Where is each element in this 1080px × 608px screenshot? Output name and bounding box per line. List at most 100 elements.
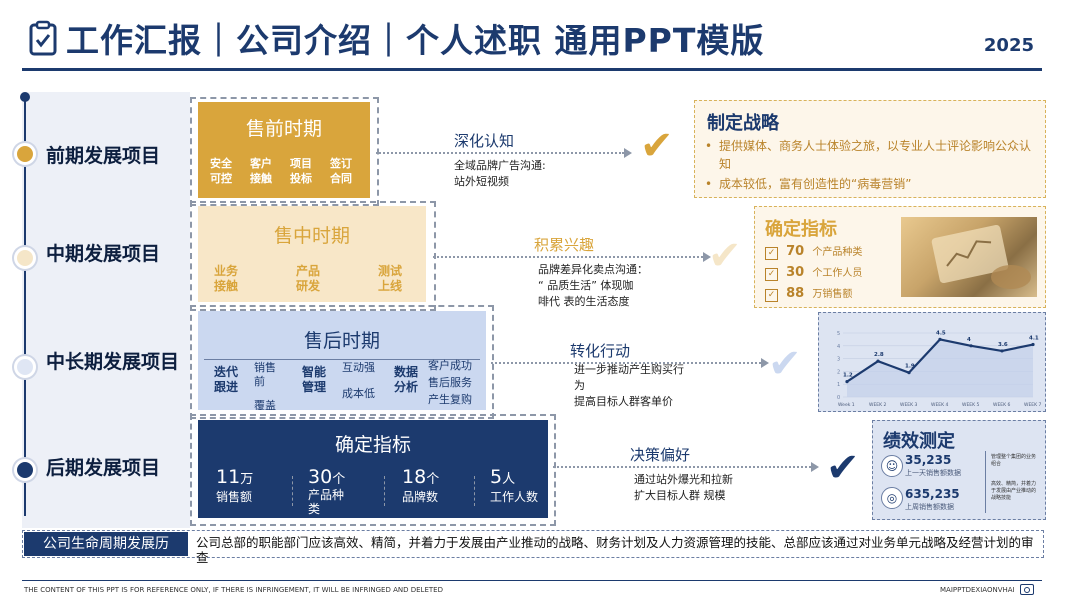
metrics-item: 30个 产品种类 [308, 466, 352, 516]
chart-x-tick: WEEK 4 [931, 402, 949, 408]
aftersale-sub: 产生复购 [428, 393, 472, 406]
metrics-separator [384, 476, 385, 506]
timeline-dot-early [14, 143, 36, 165]
chart-data-label: 3.6 [998, 342, 1008, 348]
indicator-row: ✓ 70 个产品种类 [765, 243, 862, 260]
check-icon: ✔ [640, 123, 674, 169]
chart-data-label: 1.9 [905, 364, 915, 370]
chart-point [876, 359, 880, 363]
chart-data-label: 4 [967, 337, 971, 343]
page-title: 工作汇报｜公司介绍｜个人述职 通用PPT模版 [66, 21, 765, 60]
chart-data-label: 4.5 [936, 330, 946, 336]
aftersale-sub: 客户成功 [428, 359, 472, 372]
arrow-title: 深化认知 [454, 132, 515, 150]
metrics-title: 确定指标 [334, 434, 411, 456]
strategy-bullet: • 成本较低，富有创造性的“病毒营销” [705, 175, 1039, 193]
bottom-bar [22, 530, 1044, 558]
bottom-bar-text: 公司总部的职能部门应该高效、精简，并着力于发展由产业推动的战略、财务计划及人力资… [196, 535, 1034, 565]
metrics-frame [190, 414, 556, 526]
indicator-num: 88 [786, 286, 805, 301]
performance-value: 35,235 [905, 453, 952, 467]
aftersale-sub: 互动强 [342, 361, 375, 374]
indicator-card: 确定指标 ✓ 70 个产品种类 ✓ 30 个工作人员 ✓ 88 万销售额 [754, 206, 1046, 308]
metrics-item: 5人 工作人数 [490, 466, 538, 505]
midsale-item: 产品 研发 [296, 264, 321, 293]
checkbox-icon: ✓ [765, 247, 778, 260]
chart-data-label: 4.1 [1029, 336, 1039, 342]
check-icon: ✔ [708, 233, 742, 279]
performance-caption: 上一天销售额数据 [905, 469, 961, 477]
indicator-label: 个产品种类 [812, 247, 863, 258]
timeline-start-dot [20, 92, 30, 102]
metrics-item: 11万 销售额 [216, 466, 253, 505]
footer-brand: MAIPPTDEXIAONVHAI [940, 586, 1015, 594]
chart-point [1031, 342, 1035, 347]
metrics-num: 18 [402, 466, 427, 488]
indicator-num: 30 [786, 265, 805, 280]
checkbox-icon: ✓ [765, 289, 778, 302]
midsale-item: 测试 上线 [378, 264, 403, 293]
chart-area [847, 339, 1033, 397]
chart-y-tick: 3 [837, 357, 840, 363]
chart-y-tick: 2 [837, 369, 840, 375]
tablet-hand-illustration [931, 224, 1031, 289]
timeline-dot-midlong [14, 356, 36, 378]
aftersale-box: 售后时期 迭代 跟进 销售前 覆盖店 智能 管理 互动强 成本低 数据 分析 客… [198, 311, 486, 410]
arrow-desc: 通过站外爆光和拉新 扩大目标人群 规模 [634, 473, 733, 502]
midsale-box: 售中时期 业务 接触 产品 研发 测试 上线 [198, 206, 426, 302]
checkbox-icon: ✓ [765, 268, 778, 281]
strategy-card: 制定战略 • 提供媒体、商务人士体验之旅，以专业人士评论影响公众认知 • 成本较… [694, 100, 1046, 198]
arrow-desc: 进一步推动产生购买行 为 提高目标人群客单价 [574, 363, 684, 408]
strategy-title: 制定战略 [707, 113, 779, 134]
chart-point [969, 344, 973, 348]
connector-arrowhead [703, 252, 711, 262]
chart-x-tick: WEEK 3 [900, 402, 918, 408]
performance-note: 高效、精简，并着力于发展由产业推动的战略技能 [991, 481, 1037, 501]
presale-title: 售前时期 [245, 118, 322, 140]
chart-data-label: 1.2 [843, 373, 853, 379]
indicator-label: 万销售额 [812, 289, 853, 300]
connector-line [433, 256, 703, 258]
phase-label-late: 后期发展项目 [46, 457, 161, 479]
metrics-num: 11 [216, 466, 241, 488]
strategy-bullet: • 提供媒体、商务人士体验之旅，以专业人士评论影响公众认知 [705, 137, 1039, 173]
midsale-item: 业务 接触 [214, 264, 239, 293]
chart-x-tick: WEEK 7 [1024, 402, 1042, 408]
metrics-label: 销售额 [216, 490, 253, 504]
metrics-box: 确定指标 11万 销售额 30个 产品种类 18个 品牌数 5人 工作人数 [198, 420, 548, 518]
strategy-bullet-text: 提供媒体、商务人士体验之旅，以专业人士评论影响公众认知 [719, 139, 1032, 171]
indicator-title: 确定指标 [765, 219, 837, 240]
chart-point [1000, 349, 1004, 353]
chart-x-tick: WEEK 5 [962, 402, 980, 408]
chart-x-tick: WEEK 6 [993, 402, 1011, 408]
target-icon: ◎ [881, 487, 903, 509]
arrow-title: 转化行动 [570, 342, 631, 360]
user-icon: ☺ [881, 455, 903, 477]
aftersale-title: 售后时期 [303, 330, 380, 352]
indicator-row: ✓ 88 万销售额 [765, 285, 852, 302]
aftersale-group-main: 智能 管理 [302, 365, 327, 394]
arrow-title: 积累兴趣 [534, 236, 595, 254]
clipboard-check-icon [28, 20, 58, 56]
camera-icon [1020, 584, 1034, 595]
presale-item: 安全 可控 [210, 157, 232, 185]
metrics-label: 品牌数 [402, 490, 439, 504]
phase-label-mid: 中期发展项目 [46, 243, 161, 265]
strategy-bullet-text: 成本较低，富有创造性的“病毒营销” [719, 177, 912, 191]
chart-y-tick: 1 [837, 382, 840, 388]
chart-y-tick: 4 [837, 344, 840, 350]
connector-line [376, 152, 624, 154]
bottom-bar-label: 公司生命周期发展历 [24, 532, 188, 556]
chart-y-tick: 5 [837, 331, 840, 337]
check-icon: ✔ [826, 445, 860, 491]
presale-item: 签订 合同 [330, 157, 352, 185]
arrow-desc: 全域品牌广告沟通: 站外短视频 [454, 159, 546, 188]
chart-x-tick: WEEK 2 [869, 402, 887, 408]
performance-divider [985, 451, 986, 513]
aftersale-sub: 售后服务 [428, 376, 472, 389]
arrow-desc: 品牌差异化卖点沟通： “ 品质生活” 体现咖 啡代 表的生活态度 [538, 263, 648, 308]
metrics-unit: 万 [240, 472, 254, 487]
connector-arrowhead [624, 148, 632, 158]
aftersale-divider [204, 359, 480, 360]
metrics-unit: 个 [426, 472, 440, 487]
